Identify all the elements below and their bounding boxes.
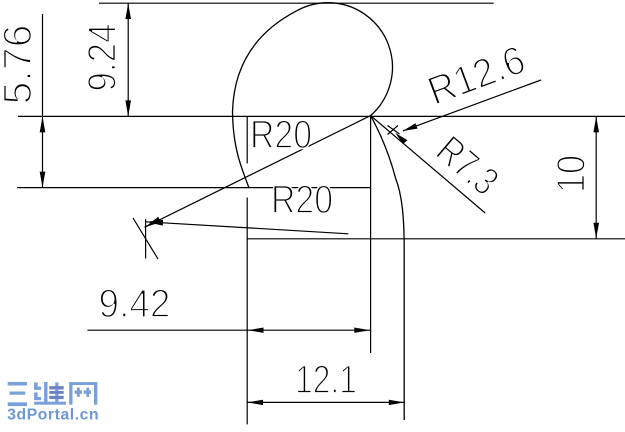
- svg-text:R20: R20: [271, 178, 333, 222]
- svg-text:10: 10: [550, 155, 594, 193]
- svg-text:5.76: 5.76: [0, 25, 40, 105]
- svg-text:9.42: 9.42: [99, 282, 171, 326]
- svg-text:R20: R20: [250, 113, 312, 157]
- svg-text:3dPortal.cn: 3dPortal.cn: [7, 407, 99, 424]
- svg-text:9.24: 9.24: [81, 24, 125, 92]
- svg-text:12.1: 12.1: [295, 358, 357, 402]
